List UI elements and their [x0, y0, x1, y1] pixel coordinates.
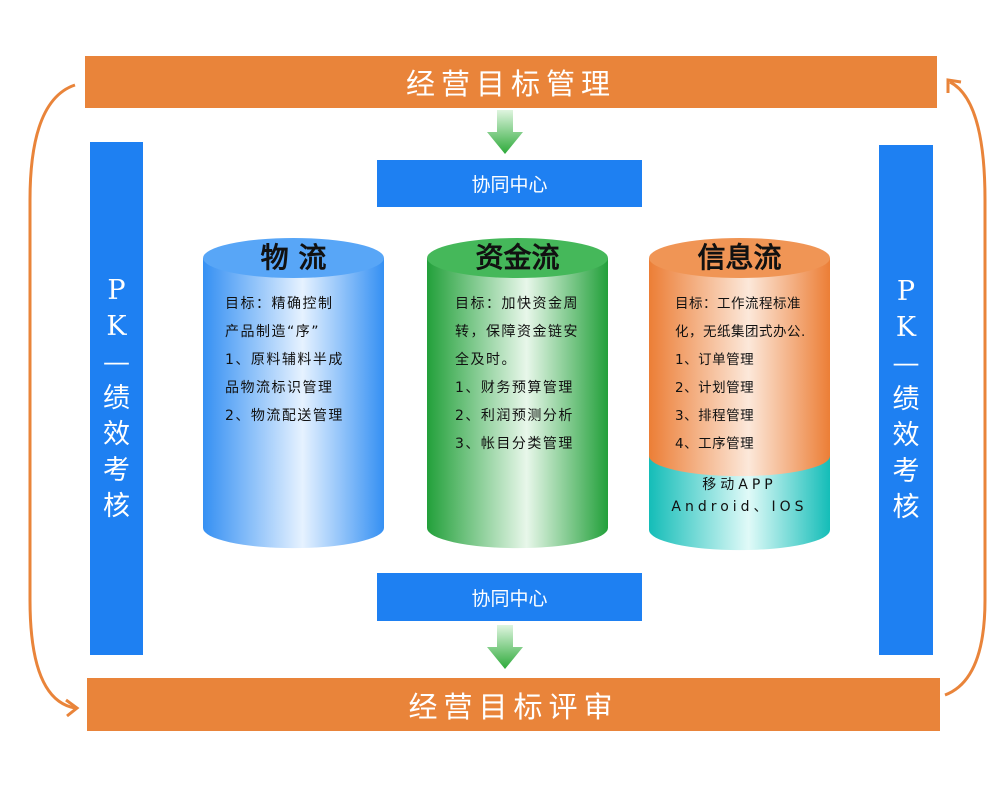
text-line: 1、原料辅料半成	[225, 352, 344, 368]
down-arrow-top	[487, 110, 523, 154]
pk-performance-right: P K — 绩 效 考 核	[879, 145, 933, 655]
mobile-app-section: 移动APP Android、IOS	[649, 474, 830, 518]
text-line: 转，保障资金链安	[455, 324, 579, 340]
text-line: 化，无纸集团式办公.	[675, 324, 806, 340]
pk-letter: P	[107, 274, 126, 306]
text-line: Android、IOS	[671, 499, 808, 515]
text-line: 移动APP	[702, 477, 777, 493]
pk-letter: K	[106, 310, 127, 342]
text-line: 3、排程管理	[675, 408, 755, 424]
cylinder-body: 目标：精确控制 产品制造“序” 1、原料辅料半成 品物流标识管理 2、物流配送管…	[225, 290, 384, 430]
text-line: 4、工序管理	[675, 436, 755, 452]
label-char: 绩	[892, 384, 920, 415]
cylinder-body: 目标：工作流程标准 化，无纸集团式办公. 1、订单管理 2、计划管理 3、排程管…	[675, 290, 830, 458]
text-line: 1、财务预算管理	[455, 380, 574, 396]
text-line: 目标：加快资金周	[455, 296, 579, 312]
text-line: 1、订单管理	[675, 352, 755, 368]
label-char: 效	[892, 420, 920, 451]
text-line: 产品制造“序”	[225, 324, 321, 340]
cylinder-logistics: 物 流 目标：精确控制 产品制造“序” 1、原料辅料半成 品物流标识管理 2、物…	[203, 236, 384, 430]
label-char: 绩	[103, 382, 130, 414]
cylinder-body: 目标：加快资金周 转，保障资金链安 全及时。 1、财务预算管理 2、利润预测分析…	[455, 290, 608, 458]
business-goal-review-bar: 经营目标评审	[87, 678, 940, 731]
label-char: 效	[103, 418, 130, 450]
cylinder-title: 信息流	[697, 241, 782, 274]
cylinder-title: 资金流	[475, 241, 560, 274]
text-line: 2、物流配送管理	[225, 408, 344, 424]
cylinder-title: 物 流	[260, 241, 327, 274]
text-line: 品物流标识管理	[225, 380, 334, 396]
pk-letter: P	[896, 276, 916, 307]
text-line: 目标：工作流程标准	[675, 296, 801, 312]
text-line: 目标：精确控制	[225, 296, 334, 312]
cylinder-logistics-shape	[203, 238, 384, 549]
label-char: 考	[892, 456, 920, 487]
cylinder-finance: 资金流 目标：加快资金周 转，保障资金链安 全及时。 1、财务预算管理 2、利润…	[427, 236, 608, 458]
down-arrow-bottom	[487, 625, 523, 669]
text-line: 2、计划管理	[675, 380, 755, 396]
label-char: 核	[103, 490, 130, 522]
sync-center-top: 协同中心	[377, 160, 642, 207]
business-goal-management-bar: 经营目标管理	[85, 56, 937, 108]
label-char: 考	[103, 454, 130, 486]
dash: —	[892, 348, 920, 379]
text-line: 3、帐目分类管理	[455, 436, 574, 452]
cylinder-finance-shape	[427, 238, 608, 549]
cylinder-information: 信息流 目标：工作流程标准 化，无纸集团式办公. 1、订单管理 2、计划管理 3…	[649, 236, 830, 518]
sync-center-bottom: 协同中心	[377, 573, 642, 621]
label-char: 核	[892, 492, 920, 523]
dash: —	[103, 346, 130, 378]
text-line: 全及时。	[455, 352, 517, 368]
left-cycle-arrow	[28, 83, 76, 710]
right-cycle-arrow	[944, 80, 987, 697]
cylinder-info-shape	[649, 238, 830, 551]
pk-letter: K	[895, 312, 917, 343]
text-line: 2、利润预测分析	[455, 408, 574, 424]
pk-performance-left: P K — 绩 效 考 核	[90, 142, 143, 655]
